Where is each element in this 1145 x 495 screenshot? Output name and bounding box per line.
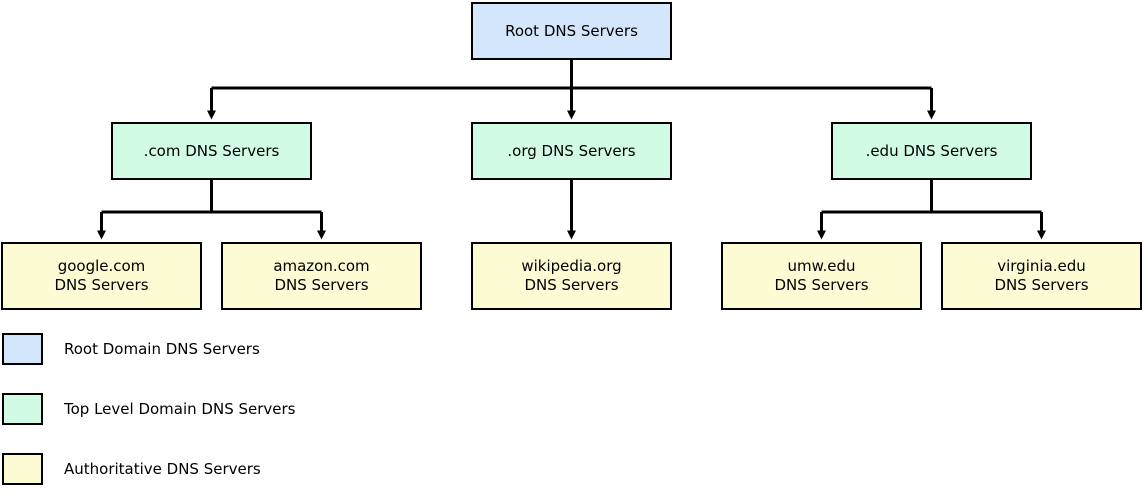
node-label-line1: wikipedia.org bbox=[521, 257, 622, 275]
node-label-line2: DNS Servers bbox=[274, 276, 369, 294]
node-label-line1: google.com bbox=[57, 257, 146, 275]
node-amazon-dns-servers[interactable]: amazon.com DNS Servers bbox=[221, 242, 422, 310]
node-label-line2: DNS Servers bbox=[524, 276, 619, 294]
edge-com-to-children-bus bbox=[101, 180, 322, 214]
legend-swatch-authoritative bbox=[2, 453, 43, 485]
edge-root-to-tld-bus bbox=[211, 60, 932, 90]
legend-swatch-root-domain bbox=[2, 333, 43, 365]
edge-edu-to-children-bus bbox=[821, 180, 1042, 214]
node-label-line2: DNS Servers bbox=[774, 276, 869, 294]
node-edu-dns-servers[interactable]: .edu DNS Servers bbox=[831, 122, 1032, 180]
node-google-dns-servers[interactable]: google.com DNS Servers bbox=[1, 242, 202, 310]
legend-label-authoritative: Authoritative DNS Servers bbox=[64, 459, 261, 478]
node-wikipedia-dns-servers[interactable]: wikipedia.org DNS Servers bbox=[471, 242, 672, 310]
node-org-dns-servers[interactable]: .org DNS Servers bbox=[471, 122, 672, 180]
legend-label-top-level-domain: Top Level Domain DNS Servers bbox=[64, 399, 296, 418]
legend-label-root-domain: Root Domain DNS Servers bbox=[64, 339, 260, 358]
node-virginia-dns-servers[interactable]: virginia.edu DNS Servers bbox=[941, 242, 1142, 310]
node-label-line2: DNS Servers bbox=[994, 276, 1089, 294]
node-umw-dns-servers[interactable]: umw.edu DNS Servers bbox=[721, 242, 922, 310]
legend-swatch-top-level-domain bbox=[2, 393, 43, 425]
node-label-line1: virginia.edu bbox=[997, 257, 1086, 275]
legend-item-authoritative: Authoritative DNS Servers bbox=[2, 453, 261, 485]
node-label: .org DNS Servers bbox=[507, 141, 636, 160]
legend-item-top-level-domain: Top Level Domain DNS Servers bbox=[2, 393, 295, 425]
node-com-dns-servers[interactable]: .com DNS Servers bbox=[111, 122, 312, 180]
node-label-line1: amazon.com bbox=[273, 257, 370, 275]
node-label-line2: DNS Servers bbox=[54, 276, 149, 294]
node-label: Root DNS Servers bbox=[505, 21, 638, 40]
node-root-dns-servers[interactable]: Root DNS Servers bbox=[471, 2, 672, 60]
node-label: .edu DNS Servers bbox=[865, 141, 998, 160]
node-label: .com DNS Servers bbox=[143, 141, 280, 160]
legend-item-root-domain: Root Domain DNS Servers bbox=[2, 333, 260, 365]
node-label-line1: umw.edu bbox=[787, 257, 856, 275]
